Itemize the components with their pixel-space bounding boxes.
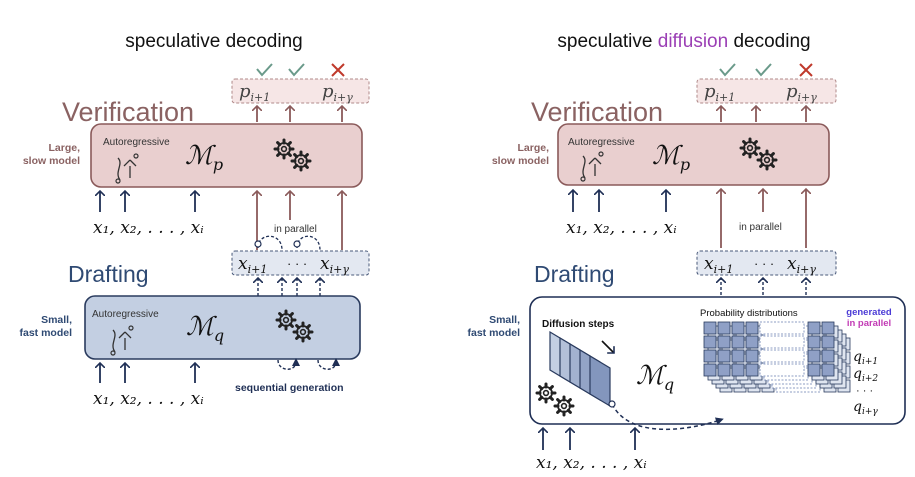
x-first: xi+1 [704, 254, 733, 276]
verifier-model-box [90, 123, 363, 188]
distribution-cell [759, 321, 805, 335]
cross-mark-icon [331, 63, 345, 77]
distribution-cell [717, 321, 731, 335]
distribution-cell [807, 335, 821, 349]
distribution-cell [807, 349, 821, 363]
distribution-cell [759, 335, 805, 349]
q-second: qi+2 [853, 366, 878, 384]
autoregressive-label: Autoregressive [103, 137, 170, 148]
distribution-cell [821, 349, 835, 363]
q-first: qi+1 [853, 349, 878, 367]
drafter-model: ℳq [636, 361, 674, 394]
x-last: xi+γ [320, 254, 349, 276]
verifier-model-box [557, 123, 830, 186]
right-title: speculative diffusion decoding [557, 31, 810, 52]
drafter-model-box [84, 295, 361, 360]
check-mark-icon [755, 63, 772, 77]
in-parallel-label: in parallel [739, 222, 782, 233]
context-tokens: x₁, x₂, . . . , xᵢ [536, 453, 647, 473]
distribution-cell [759, 349, 805, 363]
distribution-cell [717, 349, 731, 363]
verify-probabilities-box [696, 78, 837, 104]
large-model-label: Large,slow model [23, 142, 80, 167]
p-first: pi+1 [704, 81, 735, 104]
diffusion-to-distribution-arrow [611, 403, 724, 430]
check-mark-icon [256, 63, 273, 77]
draft-tokens-box [696, 250, 837, 276]
context-tokens: x₁, x₂, . . . , xᵢ [93, 218, 204, 238]
drafting-label: Drafting [68, 261, 149, 287]
distribution-cell [703, 335, 717, 349]
distribution-cell [821, 321, 835, 335]
distribution-cell [745, 321, 759, 335]
check-mark-icon [288, 63, 305, 77]
cross-mark-icon [799, 63, 813, 77]
distribution-cell [731, 335, 745, 349]
distribution-cell [731, 349, 745, 363]
distribution-cell [745, 363, 759, 377]
distribution-cell [731, 363, 745, 377]
distribution-cell [717, 335, 731, 349]
diffusion-steps-stack [549, 330, 611, 408]
verifier-model: ℳp [185, 141, 223, 174]
verification-label: Verification [62, 97, 194, 127]
distribution-cell [821, 335, 835, 349]
draft-tokens-box [231, 250, 370, 276]
verify-probabilities-box [231, 78, 370, 104]
drafter-model: ℳq [186, 312, 224, 345]
autoregressive-loop [257, 235, 283, 251]
q-last: qi+γ [853, 399, 878, 417]
sequential-generation-label: sequential generation [235, 382, 344, 394]
context-tokens: x₁, x₂, . . . , xᵢ [93, 389, 204, 409]
probability-distributions-label: Probability distributions [700, 308, 798, 319]
diffusion-steps-label: Diffusion steps [542, 319, 615, 330]
arrow [601, 340, 614, 353]
p-last: pi+γ [322, 81, 353, 104]
check-mark-icon [719, 63, 736, 77]
autoregressive-label: Autoregressive [568, 137, 635, 148]
in-parallel-label: in parallel [274, 224, 317, 235]
distribution-cell [731, 321, 745, 335]
verifier-model: ℳp [652, 141, 690, 174]
verification-label: Verification [531, 97, 663, 127]
sequential-loop [317, 358, 340, 370]
large-model-label: Large,slow model [492, 142, 549, 167]
sequential-loop [277, 358, 300, 370]
distribution-cell [703, 349, 717, 363]
q-dots: · · · [856, 385, 873, 397]
distribution-cell [807, 321, 821, 335]
distribution-cell [703, 321, 717, 335]
small-model-label: Small,fast model [467, 314, 520, 339]
loop-node [254, 240, 262, 248]
distribution-cell [807, 363, 821, 377]
x-dots: · · · [287, 256, 307, 271]
x-last: xi+γ [787, 254, 816, 276]
loop-node [608, 400, 616, 408]
distribution-cell [821, 363, 835, 377]
p-last: pi+γ [786, 81, 817, 104]
drafting-label: Drafting [534, 261, 615, 287]
context-tokens: x₁, x₂, . . . , xᵢ [566, 218, 677, 238]
x-first: xi+1 [238, 254, 267, 276]
p-first: pi+1 [239, 81, 270, 104]
left-title: speculative decoding [125, 31, 302, 52]
right-panel: speculative diffusion decoding pi+1 pi+γ… [467, 31, 906, 473]
x-dots: · · · [754, 256, 774, 271]
distribution-cell [745, 335, 759, 349]
distribution-cell [759, 363, 805, 377]
small-model-label: Small,fast model [19, 314, 72, 339]
autoregressive-label: Autoregressive [92, 309, 159, 320]
probability-grid [703, 321, 851, 393]
distribution-cell [745, 349, 759, 363]
loop-node [293, 240, 301, 248]
distribution-cell [717, 363, 731, 377]
distribution-cell [703, 363, 717, 377]
left-panel: speculative decoding pi+1 pi+γ Verificat… [19, 31, 370, 409]
